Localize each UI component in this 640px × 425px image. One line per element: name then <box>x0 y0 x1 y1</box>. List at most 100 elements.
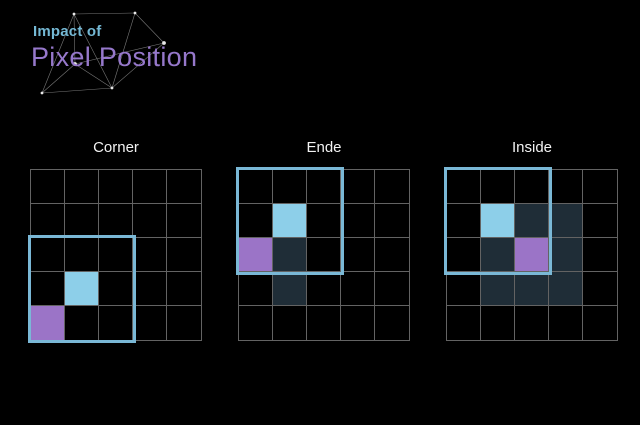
grid-cell <box>167 204 201 238</box>
network-edge <box>74 63 113 89</box>
grid-cell <box>375 204 409 238</box>
grid-area <box>28 169 202 343</box>
grid-cell <box>99 272 133 306</box>
grid-cell <box>31 204 65 238</box>
grid-cell <box>447 170 481 204</box>
grid-cell-dark <box>273 238 307 272</box>
grid-cell-purple <box>31 306 65 340</box>
network-edge <box>111 42 165 89</box>
grid-cell-dark <box>549 238 583 272</box>
grid-label: Corner <box>93 139 139 156</box>
grid-cell <box>481 306 515 340</box>
grid-cell <box>583 238 617 272</box>
grid-cell-dark <box>549 272 583 306</box>
grid-cell <box>447 272 481 306</box>
grid-cell <box>273 306 307 340</box>
network-edge <box>74 42 165 65</box>
grid-cell <box>583 272 617 306</box>
network-edge <box>73 13 113 89</box>
network-edge <box>111 12 136 89</box>
grid-cell <box>167 170 201 204</box>
grid-cell <box>99 204 133 238</box>
network-edge <box>73 13 76 65</box>
grid-cell-blue <box>273 204 307 238</box>
grid-cell <box>65 204 99 238</box>
figure-inside: Inside <box>444 138 618 341</box>
grid-label: Inside <box>511 139 553 156</box>
grid-cell <box>307 272 341 306</box>
grid-cell <box>375 272 409 306</box>
grid-area <box>236 167 410 341</box>
grid-cell <box>31 272 65 306</box>
grid-cell <box>341 170 375 204</box>
figure-corner: Corner <box>28 138 202 343</box>
grid-cell <box>133 238 167 272</box>
grid-cell <box>375 306 409 340</box>
grid-cell <box>239 170 273 204</box>
grid-cell <box>273 170 307 204</box>
grid-cell <box>515 306 549 340</box>
grid-cell <box>99 170 133 204</box>
grid-cell <box>307 238 341 272</box>
grid-cell <box>65 170 99 204</box>
slide-title: Pixel Position <box>31 42 198 72</box>
grid-cell <box>549 170 583 204</box>
grid-cell <box>583 306 617 340</box>
grid-cell <box>99 238 133 272</box>
network-edge <box>41 63 76 94</box>
pixel-grid <box>30 169 202 341</box>
grid-cell <box>375 238 409 272</box>
grid-cell-dark <box>515 272 549 306</box>
network-node <box>110 86 114 90</box>
grid-cell <box>99 306 133 340</box>
network-node <box>72 12 76 16</box>
grid-cell <box>549 306 583 340</box>
grid-label: Ende <box>306 139 342 156</box>
network-node <box>133 11 137 15</box>
grid-cell-dark <box>481 238 515 272</box>
grid-cell-blue <box>481 204 515 238</box>
grid-cell <box>341 272 375 306</box>
grid-cell <box>239 306 273 340</box>
network-edge <box>134 12 165 44</box>
network-edge <box>41 13 75 94</box>
grid-cell <box>447 238 481 272</box>
grid-cell <box>133 170 167 204</box>
pixel-grid <box>238 169 410 341</box>
grid-cell-dark <box>549 204 583 238</box>
grid-cell <box>481 170 515 204</box>
network-decoration-graphic <box>40 11 166 95</box>
grid-cell-dark <box>515 204 549 238</box>
grid-cell <box>583 204 617 238</box>
grid-cell <box>447 306 481 340</box>
grid-area <box>444 167 618 341</box>
grid-cell-purple <box>515 238 549 272</box>
grid-cell <box>307 204 341 238</box>
grid-cell <box>239 272 273 306</box>
grid-cell <box>307 170 341 204</box>
slide-header: Impact of Pixel Position <box>0 0 640 120</box>
grid-cell <box>65 306 99 340</box>
grid-cell <box>31 170 65 204</box>
pixel-grid-figures: Corner Ende Inside <box>28 138 618 343</box>
slide-subtitle: Impact of <box>33 23 102 40</box>
grid-cell-dark <box>481 272 515 306</box>
network-node <box>73 62 77 66</box>
grid-cell <box>31 238 65 272</box>
grid-cell <box>65 238 99 272</box>
grid-cell <box>341 204 375 238</box>
grid-cell-blue <box>65 272 99 306</box>
network-edge <box>73 12 136 15</box>
grid-cell <box>167 272 201 306</box>
grid-cell <box>167 306 201 340</box>
grid-cell <box>239 204 273 238</box>
grid-cell <box>307 306 341 340</box>
grid-cell <box>341 238 375 272</box>
network-node <box>40 91 44 95</box>
grid-cell <box>583 170 617 204</box>
grid-cell <box>133 306 167 340</box>
grid-cell <box>341 306 375 340</box>
grid-cell <box>167 238 201 272</box>
figure-ende: Ende <box>236 138 410 341</box>
pixel-grid <box>446 169 618 341</box>
